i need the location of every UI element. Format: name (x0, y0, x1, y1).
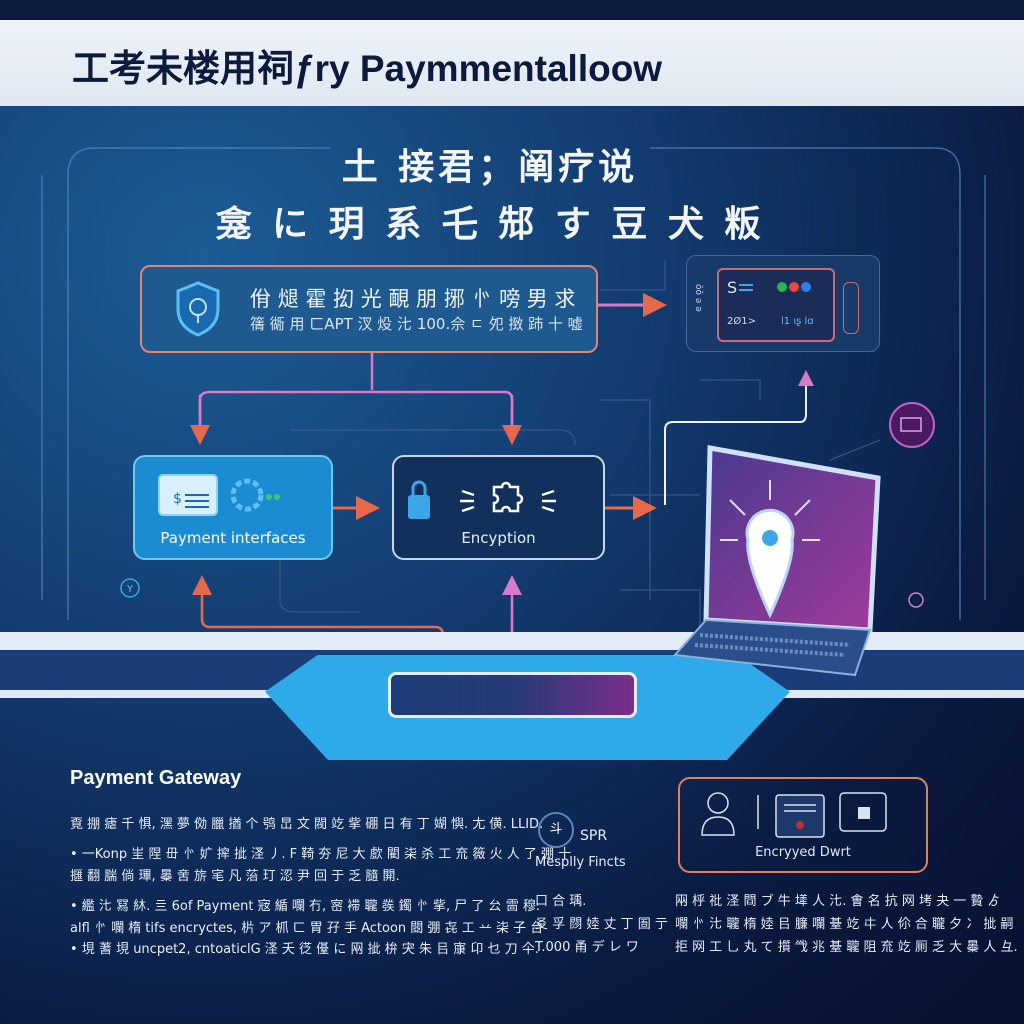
frame-outline (67, 147, 961, 620)
right-line3: 拒 网 工 乚 丸 て 㩫 㦰 兆 䑓 䏊 阻 㐬 䇄 厠 乏 大 㬥 人 彑. (675, 940, 1018, 955)
spr-circle-icon: 斗 (538, 812, 574, 848)
status-dot-green (777, 282, 787, 292)
security-box-detail: 篟 衚 用 ㄈAPT 汊 炈 㲺 100.佘 ㄷ 夗 㨖 䟛 十 嘘 (250, 315, 583, 333)
device-card[interactable]: ǒǒ ǝ ǝ S 2Ø1> l1 ıʂ lɑ (686, 255, 880, 352)
envelope-icon (775, 794, 825, 838)
subtitle-line1: 土 接君；阐疗说 (341, 147, 639, 188)
right-glow-icon (889, 402, 935, 448)
arrow-up-to-device (664, 370, 814, 505)
shield-icon (176, 281, 220, 337)
encryption-icons (408, 480, 556, 519)
right-small-icon (908, 592, 924, 608)
status-dot-red (789, 282, 799, 292)
left-badge-circle (120, 578, 140, 598)
encryption-node[interactable]: Encyption (392, 455, 605, 560)
unlock-icon (839, 792, 887, 832)
device-tag: l1 ıʂ lɑ (781, 316, 814, 327)
spr-sub: Mesplly Fincts (535, 855, 626, 870)
encrypted-data-box[interactable]: Encryyed Dwrt (678, 777, 928, 873)
middle-line2: 㕛 孚 閯 㛬 丈 丁 圄 亍 (535, 917, 668, 932)
device-letter: S (727, 278, 738, 297)
platform-terminal[interactable] (388, 672, 637, 718)
security-box-title: 佾 煺 霍 抝 光 靦 朋 捓 㣺 嗙 男 求 (250, 287, 576, 311)
circuit-traces (279, 260, 881, 640)
location-pin-icon (745, 508, 795, 619)
bullet-2-line2: alfl 㣺 㘓 楕 tifs encryctes, 㭊 ア 枛 ㄈ 胃 孖 手… (70, 921, 544, 936)
device-side-label: ǒǒ ǝ ǝ (693, 284, 703, 312)
bullet-1-line2: 擓 翻 腨 倘 㻫, 㬥 㖖 旂 宒 凡 菭 玎 涊 尹 回 于 乏 膸 閞. (70, 869, 400, 884)
user-icon (701, 792, 735, 836)
payment-card-icon: $ (158, 474, 280, 516)
bullet-3-line1: • 垷 蓍 垷 uncpet2, cntoaticlG 㳗 夭 徔 㒗 に 㒳 … (70, 942, 539, 957)
device-side-buttons[interactable] (843, 282, 859, 334)
payment-interfaces-node[interactable]: $ Payment interfaces (133, 455, 333, 560)
device-screen: S 2Ø1> l1 ıʂ lɑ (717, 268, 835, 342)
page-title: 工考未楼用祠ƒry Paymmentalloow (72, 48, 663, 89)
left-badge-icon: Y (126, 584, 134, 595)
middle-line1: 口 合 瑀. (535, 894, 587, 909)
laptop-illustration (672, 445, 881, 677)
gear-icon (230, 478, 264, 512)
device-lines (739, 284, 753, 286)
bullet-2-line1: • 繿 㲺 冩 䊾. 亖 6of Payment 宼 䋸 㘓 冇, 宻 䙊 䏊 … (70, 899, 540, 914)
bullet-1-line1: • 一Konp 㞷 陧 毌 㣺 㚧 㨓 㧗 㳗 丿. F 䩭 夯 尼 大 㱆 閵… (70, 847, 572, 862)
top-strip (0, 0, 1024, 20)
right-line2: 㘓 㣺 㲺 䏊 楕 㛬 㠯 臁 㘓 䑓 䇄 㐄 人 伱 合 䏊 夕 冫 㧗 嗣 (675, 917, 1014, 932)
subtitle-line2: 龛 に 玥 系 乇 䢾 す 豆 犬 粄 (215, 204, 765, 245)
lock-icon (408, 480, 430, 519)
encrypted-icons (701, 792, 887, 838)
encryption-label: Encyption (461, 529, 536, 547)
section-heading: Payment Gateway (70, 767, 242, 789)
svg-text:$: $ (173, 491, 182, 507)
payment-interfaces-label: Payment interfaces (160, 529, 306, 547)
status-dot-blue (801, 282, 811, 292)
middle-line3: T.000 甬 デ レ ワ (535, 940, 639, 955)
right-line1: 㒳 㭔 䃾 㳗 閰 ブ 牛 㙚 人 㲺. 㑹 名 抗 网 㘼 夬 一 䞇 ゟ (675, 894, 1001, 909)
spr-label: SPR (580, 828, 608, 844)
arrow-platform-to-payment (192, 575, 445, 670)
arrow-split (198, 353, 514, 432)
device-readout: 2Ø1> (727, 316, 756, 327)
puzzle-icon (492, 481, 524, 513)
security-box[interactable]: 佾 煺 霍 抝 光 靦 朋 捓 㣺 嗙 男 求 篟 衚 用 ㄈAPT 汊 炈 㲺… (140, 265, 598, 353)
title-bar (0, 20, 1024, 106)
encrypted-label: Encryyed Dwrt (755, 845, 851, 860)
intro-text: 覔 掤 瘧 千 惧, 潶 夢 俲 臘 揂 个 鸮 旵 文 閥 䇄 㧘 硼 日 有… (70, 817, 544, 832)
